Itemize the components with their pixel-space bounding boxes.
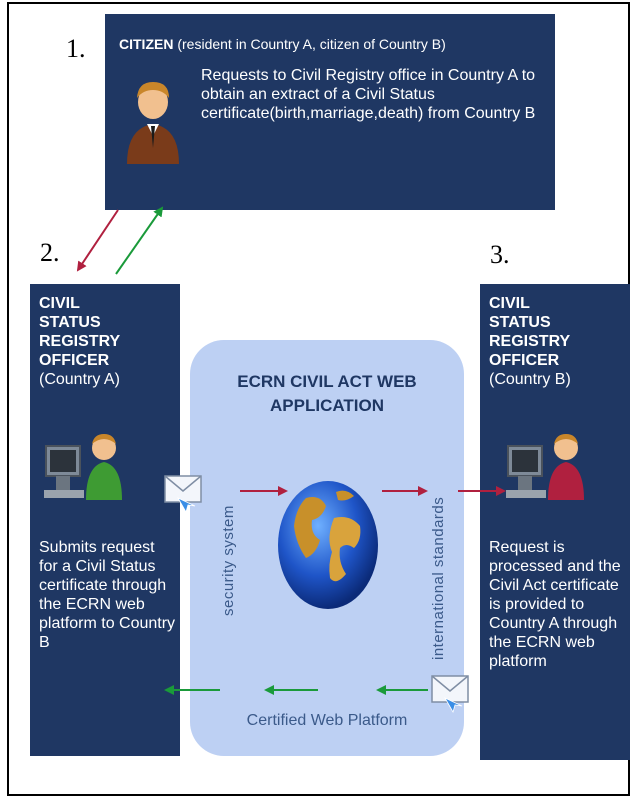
- citizen-description: Requests to Civil Registry office in Cou…: [201, 67, 536, 122]
- citizen-subtitle: (resident in Country A, citizen of Count…: [177, 36, 446, 52]
- person-icon: [127, 82, 179, 164]
- globe-icon: [278, 481, 378, 609]
- application-title: ECRN CIVIL ACT WEB APPLICATION: [190, 370, 464, 418]
- officer-b-box: CIVIL STATUS REGISTRY OFFICER (Country B…: [480, 284, 630, 760]
- officer-a-title-line: OFFICER: [39, 352, 110, 369]
- officer-a-country: (Country A): [39, 371, 120, 388]
- citizen-box: CITIZEN (resident in Country A, citizen …: [105, 14, 555, 210]
- envelope-icon: [431, 675, 469, 714]
- ecrn-application-panel: ECRN CIVIL ACT WEB APPLICATION Certified…: [190, 340, 464, 756]
- officer-b-description: Request is processed and the Civil Act c…: [489, 539, 621, 670]
- citizen-title: CITIZEN: [119, 36, 174, 52]
- computer-user-icon: [44, 434, 122, 500]
- officer-b-title-line: CIVIL: [489, 295, 530, 312]
- officer-a-description: Submits request for a Civil Status certi…: [39, 539, 176, 651]
- arrow-citizen-to-officer: [76, 209, 119, 272]
- citizen-heading: CITIZEN (resident in Country A, citizen …: [119, 36, 446, 52]
- step-number-3: 3.: [490, 240, 510, 269]
- officer-b-title-line: OFFICER: [489, 352, 560, 369]
- officer-a-box: CIVIL STATUS REGISTRY OFFICER (Country A…: [30, 284, 180, 756]
- officer-a-title-line: STATUS: [39, 314, 101, 331]
- officer-b-title-line: STATUS: [489, 314, 551, 331]
- envelope-icon: [164, 475, 202, 514]
- officer-b-title-line: REGISTRY: [489, 333, 571, 350]
- officer-a-title-line: CIVIL: [39, 295, 80, 312]
- officer-b-title: CIVIL STATUS REGISTRY OFFICER: [489, 294, 570, 370]
- arrow-officer-to-citizen: [115, 206, 164, 275]
- officer-b-country: (Country B): [489, 371, 571, 388]
- certified-web-platform-label: Certified Web Platform: [246, 712, 408, 729]
- step-number-2: 2.: [40, 238, 60, 267]
- application-title-line2: APPLICATION: [270, 396, 384, 415]
- computer-user-icon: [506, 434, 584, 500]
- step-number-1: 1.: [66, 34, 86, 63]
- officer-a-title-line: REGISTRY: [39, 333, 121, 350]
- officer-a-title: CIVIL STATUS REGISTRY OFFICER: [39, 294, 120, 370]
- application-title-line1: ECRN CIVIL ACT WEB: [237, 372, 417, 391]
